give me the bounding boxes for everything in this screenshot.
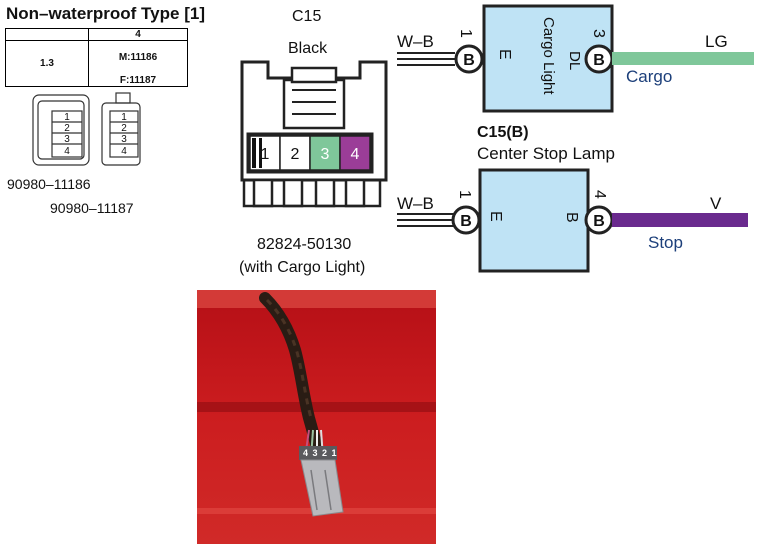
connector-pin-1: 1 (261, 146, 270, 163)
stop-lamp-code: C15(B) (477, 124, 529, 141)
small-connectors-drawing: 1 2 3 4 1 2 3 4 (32, 92, 141, 166)
cargo-left-wire-label: W–B (397, 32, 434, 51)
stop-terminal-e: E (487, 211, 504, 222)
connector-note: (with Cargo Light) (239, 259, 366, 276)
pin-1-stripe (252, 138, 256, 168)
stop-left-pin-number: 1 (456, 190, 473, 199)
stop-right-pin-letter: B (593, 213, 605, 230)
small-pin-4b: 4 (121, 146, 127, 157)
stop-left-wire-label: W–B (397, 194, 434, 213)
cargo-caption: Cargo (626, 67, 672, 86)
connector-pin-3-cell (309, 135, 341, 171)
cargo-terminal-e: E (496, 49, 513, 60)
spec-table: 4 1.3 M:11186 F:11187 (5, 28, 188, 87)
spec-female: F:11187 (88, 74, 188, 87)
connector-pin-2: 2 (291, 146, 300, 163)
stop-lamp-circuit: W–B B B 1 4 E B V Stop (397, 168, 748, 273)
small-pin-2: 2 (64, 123, 70, 134)
connector-left-drawing (32, 94, 90, 166)
small-pin-2b: 2 (121, 123, 127, 134)
cargo-light-label-bottom: Cargo Light (540, 17, 557, 95)
connector-pin-4-cell (339, 135, 371, 171)
cargo-left-pin-letter: B (463, 52, 475, 69)
circuit-diagram: W–B B B 1 3 E DL Cargo Light LG Cargo C1… (397, 4, 754, 273)
connector-code: C15 (292, 8, 322, 25)
small-pin-1: 1 (64, 112, 70, 123)
connector-pin-4: 4 (351, 146, 360, 163)
cargo-right-wire-label: LG (705, 32, 728, 51)
page-title: Non–waterproof Type [1] (6, 4, 205, 23)
spec-male: M:11186 (88, 40, 188, 75)
stop-caption: Stop (648, 233, 683, 252)
connector-part-number: 82824-50130 (257, 236, 352, 253)
spec-row-label: 1.3 (5, 40, 89, 87)
connector-right-drawing (101, 92, 141, 166)
cargo-right-pin-number: 3 (590, 29, 607, 38)
stop-right-wire-label: V (710, 194, 722, 213)
cargo-light-label-top: DL (566, 51, 583, 70)
stop-lamp-name: Center Stop Lamp (477, 144, 615, 163)
spec-col-header: 4 (88, 28, 188, 41)
stop-v-wire (612, 213, 748, 227)
cargo-lg-wire (612, 52, 754, 65)
small-pin-1b: 1 (121, 112, 127, 123)
cargo-right-pin-letter: B (593, 52, 605, 69)
small-pin-3b: 3 (121, 134, 127, 145)
part-number-11186: 90980–11186 (7, 176, 91, 192)
part-number-11187: 90980–11187 (50, 200, 134, 216)
connector-photo-art (197, 290, 436, 544)
pin-1-stripe-2 (259, 138, 262, 168)
connector-pin-2-cell (279, 135, 311, 171)
stop-left-pin-circle (451, 205, 481, 235)
stop-right-pin-number: 4 (591, 190, 608, 199)
photo-pin-label: 4 3 2 1 (303, 448, 338, 458)
connector-pin-3: 3 (321, 146, 330, 163)
c15-connector-drawing: 1 2 3 4 (240, 60, 388, 208)
connector-photo: 4 3 2 1 (197, 290, 436, 544)
stop-left-pin-letter: B (460, 213, 472, 230)
cargo-light-circuit: W–B B B 1 3 E DL Cargo Light LG Cargo (397, 4, 754, 113)
small-pin-4: 4 (64, 146, 70, 157)
small-pin-3: 3 (64, 134, 70, 145)
stop-terminal-b: B (563, 212, 580, 223)
connector-color: Black (288, 40, 328, 57)
cargo-left-pin-circle (454, 44, 484, 74)
cargo-left-pin-number: 1 (457, 29, 474, 38)
